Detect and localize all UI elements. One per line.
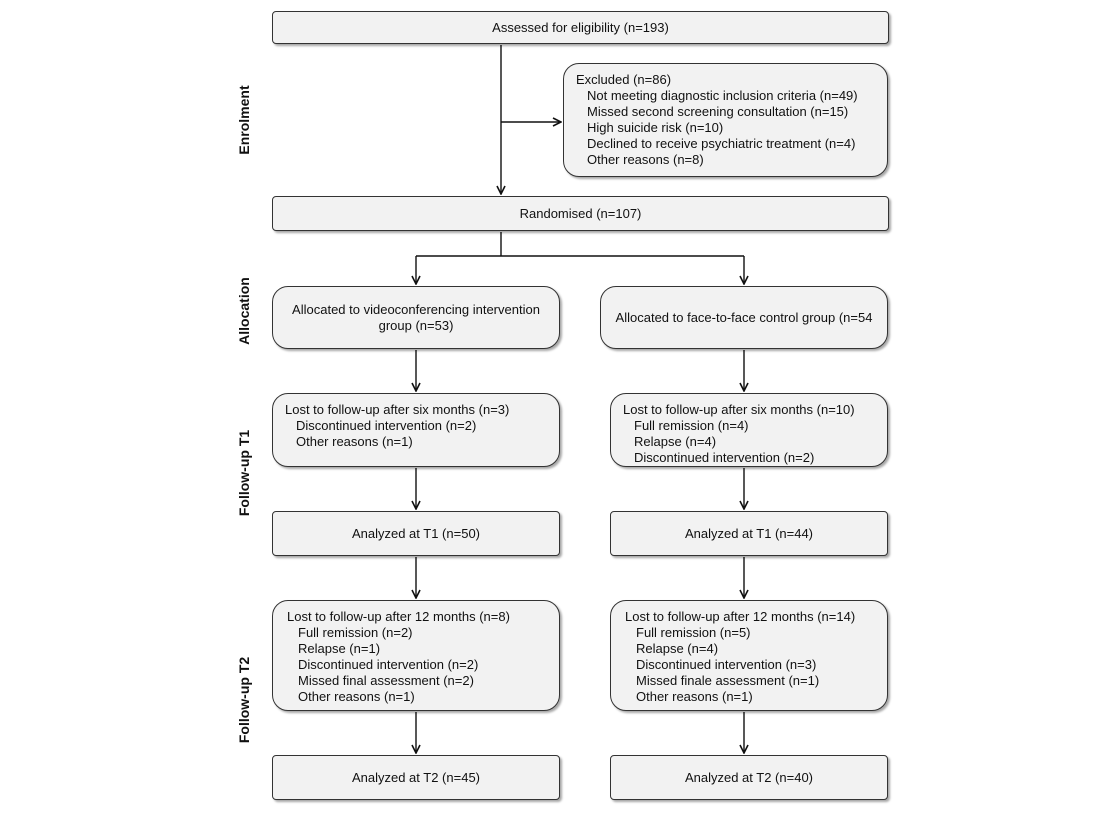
right-lost-t1-item: Full remission (n=4) (634, 418, 749, 433)
right-lost-t2-box: Lost to follow-up after 12 months (n=14)… (610, 600, 888, 711)
left-analyzed-t1-text: Analyzed at T1 (n=50) (351, 525, 481, 541)
right-lost-t2-item: Relapse (n=4) (636, 641, 719, 656)
left-lost-t2-box: Lost to follow-up after 12 months (n=8) … (272, 600, 560, 711)
left-lost-t1-title: Lost to follow-up after six months (n=3) (285, 402, 510, 417)
left-lost-t2-title: Lost to follow-up after 12 months (n=8) (287, 609, 510, 624)
right-lost-t1-item: Relapse (n=4) (634, 434, 717, 449)
stage-label-allocation: Allocation (236, 277, 252, 345)
randomised-box: Randomised (n=107) (272, 196, 889, 231)
left-lost-t2-item: Full remission (n=2) (298, 625, 413, 640)
stage-label-followup-t2: Follow-up T2 (236, 656, 252, 744)
left-analyzed-t1-box: Analyzed at T1 (n=50) (272, 511, 560, 556)
left-analyzed-t2-text: Analyzed at T2 (n=45) (351, 769, 481, 785)
excluded-item: High suicide risk (n=10) (587, 120, 724, 135)
excluded-title: Excluded (n=86) (576, 72, 672, 87)
excluded-box: Excluded (n=86) Not meeting diagnostic i… (563, 63, 888, 177)
right-analyzed-t2-box: Analyzed at T2 (n=40) (610, 755, 888, 800)
right-lost-t2-item: Missed finale assessment (n=1) (636, 673, 820, 688)
right-allocated-text: Allocated to face-to-face control group … (615, 309, 873, 325)
excluded-item: Other reasons (n=8) (587, 152, 704, 167)
excluded-item: Not meeting diagnostic inclusion criteri… (587, 88, 858, 103)
left-lost-t2-item: Missed final assessment (n=2) (298, 673, 474, 688)
assessed-box: Assessed for eligibility (n=193) (272, 11, 889, 44)
left-lost-t2-item: Discontinued intervention (n=2) (298, 657, 479, 672)
assessed-text: Assessed for eligibility (n=193) (492, 19, 669, 35)
right-analyzed-t1-text: Analyzed at T1 (n=44) (684, 525, 814, 541)
left-lost-t1-item: Other reasons (n=1) (296, 434, 413, 449)
left-lost-t1-box: Lost to follow-up after six months (n=3)… (272, 393, 560, 467)
stage-label-enrolment: Enrolment (236, 85, 252, 155)
left-lost-t1-item: Discontinued intervention (n=2) (296, 418, 477, 433)
excluded-item: Declined to receive psychiatric treatmen… (587, 136, 856, 151)
stage-label-followup-t1: Follow-up T1 (236, 429, 252, 517)
right-lost-t2-item: Other reasons (n=1) (636, 689, 753, 704)
right-lost-t2-item: Discontinued intervention (n=3) (636, 657, 817, 672)
excluded-item: Missed second screening consultation (n=… (587, 104, 849, 119)
right-allocated-box: Allocated to face-to-face control group … (600, 286, 888, 349)
left-lost-t2-item: Relapse (n=1) (298, 641, 381, 656)
right-lost-t1-title: Lost to follow-up after six months (n=10… (623, 402, 855, 417)
right-lost-t1-item: Discontinued intervention (n=2) (634, 450, 815, 465)
right-analyzed-t1-box: Analyzed at T1 (n=44) (610, 511, 888, 556)
right-lost-t2-title: Lost to follow-up after 12 months (n=14) (625, 609, 856, 624)
randomised-text: Randomised (n=107) (519, 205, 642, 221)
right-lost-t2-item: Full remission (n=5) (636, 625, 751, 640)
left-allocated-text: Allocated to videoconferencing intervent… (292, 301, 540, 333)
right-lost-t1-box: Lost to follow-up after six months (n=10… (610, 393, 888, 467)
left-analyzed-t2-box: Analyzed at T2 (n=45) (272, 755, 560, 800)
right-analyzed-t2-text: Analyzed at T2 (n=40) (684, 769, 814, 785)
left-allocated-box: Allocated to videoconferencing intervent… (272, 286, 560, 349)
left-lost-t2-item: Other reasons (n=1) (298, 689, 415, 704)
